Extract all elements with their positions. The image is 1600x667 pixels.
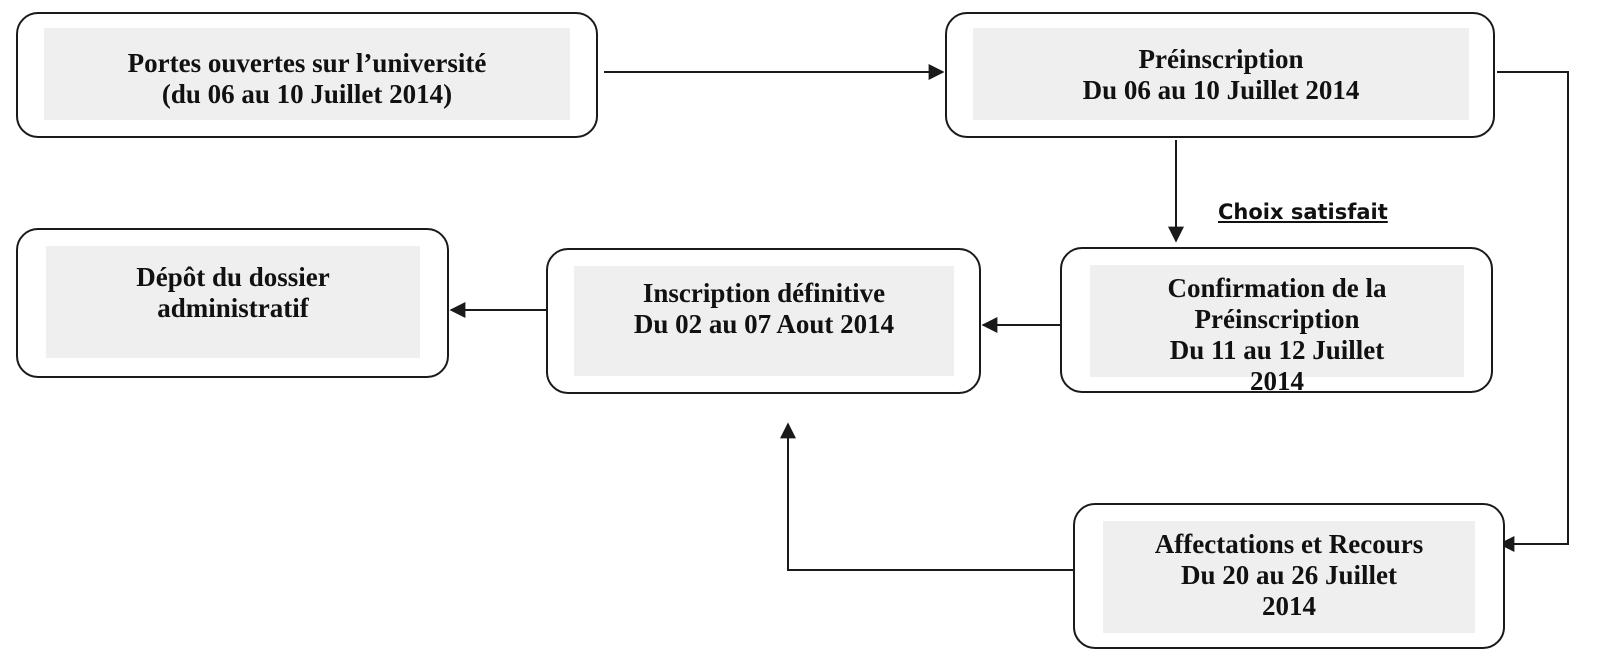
node-label-line: Portes ouvertes sur l’université [127,48,487,78]
node-confirmation: Confirmation de la Préinscription Du 11 … [1060,247,1493,396]
node-inscription-definitive: Inscription définitive Du 02 au 07 Aout … [546,248,981,394]
node-label-line: Du 20 au 26 Juillet [1180,560,1398,590]
node-portes-ouvertes: Portes ouvertes sur l’université (du 06 … [16,12,598,138]
node-label-line: Confirmation de la [1167,273,1387,303]
node-label-line: Du 06 au 10 Juillet 2014 [1082,75,1360,105]
node-depot-dossier-text: Dépôt du dossier administratif [46,246,420,358]
node-preinscription: Préinscription Du 06 au 10 Juillet 2014 [945,12,1495,138]
node-confirmation-text: Confirmation de la Préinscription Du 11 … [1090,265,1464,396]
node-label-line: Affectations et Recours [1154,529,1424,559]
node-affectations-recours-text: Affectations et Recours Du 20 au 26 Juil… [1103,521,1475,633]
node-label-line: administratif [157,293,309,323]
node-label-line: Dépôt du dossier [136,262,330,292]
node-portes-ouvertes-text: Portes ouvertes sur l’université (du 06 … [44,28,570,120]
arrow-preinscription-to-affectations [1497,71,1569,552]
node-label-line: Inscription définitive [642,278,886,308]
node-label-line: Du 11 au 12 Juillet [1169,335,1385,365]
edge-label-choix-satisfait: Choix satisfait [1218,200,1388,224]
node-inscription-definitive-text: Inscription définitive Du 02 au 07 Aout … [574,266,954,376]
node-label-line: Préinscription [1194,304,1360,334]
node-preinscription-text: Préinscription Du 06 au 10 Juillet 2014 [973,28,1469,120]
arrow-affectations-to-inscription [780,422,1075,571]
node-label-line: Préinscription [1138,44,1304,74]
node-label-line: Du 02 au 07 Aout 2014 [633,309,895,339]
node-label-line: (du 06 au 10 Juillet 2014) [161,79,453,109]
node-depot-dossier: Dépôt du dossier administratif [16,228,449,378]
node-label-line: 2014 [1250,366,1304,396]
node-label-line: 2014 [1262,591,1316,621]
node-affectations-recours: Affectations et Recours Du 20 au 26 Juil… [1073,503,1505,649]
